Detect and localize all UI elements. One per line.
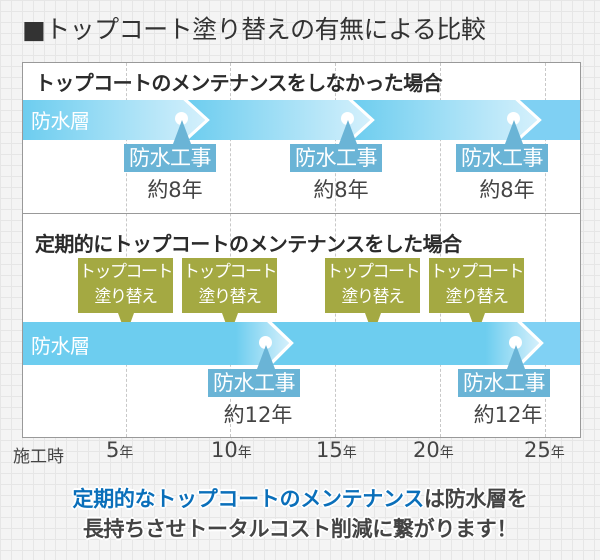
footer-line1-rest: は防水層を (423, 487, 528, 511)
waterproof-work-badge: 防水工事 (208, 369, 300, 397)
tick-number: 25 (524, 438, 551, 462)
footer-line1: 定期的なトップコートのメンテナンスは防水層を (0, 483, 600, 513)
gridline-5yr (126, 63, 127, 437)
waterproof-work-badge: 防水工事 (290, 144, 382, 172)
section-divider (23, 213, 580, 214)
interval-label: 約12年 (223, 403, 293, 427)
gridline-20yr (440, 63, 441, 437)
section2-segments (23, 322, 580, 365)
callout-line1: トップコート (79, 262, 174, 282)
footer-highlight: 定期的なトップコートのメンテナンス (72, 487, 425, 511)
gridline-25yr (545, 63, 546, 437)
section1-segments (23, 100, 580, 140)
tick-unit: 年 (439, 445, 454, 461)
tick-number: 15 (316, 438, 343, 462)
pointer-up-icon (173, 120, 191, 144)
topcoat-callout: トップコート 塗り替え (78, 258, 174, 313)
callout-line1: トップコート (430, 262, 525, 282)
tick-number: 20 (413, 438, 440, 462)
callout-line1: トップコート (326, 262, 421, 282)
interval-label: 約12年 (473, 403, 543, 427)
callout-line2: 塗り替え (445, 287, 510, 307)
tick-number: 10 (211, 438, 238, 462)
topcoat-callout: トップコート 塗り替え (325, 258, 421, 313)
section1-waterproof-bar: 防水層 (23, 100, 580, 140)
tick-number: 5 (106, 438, 120, 462)
section1-heading: トップコートのメンテナンスをしなかった場合 (35, 71, 443, 95)
axis-tick-25: 25年 (524, 438, 565, 462)
tick-unit: 年 (550, 445, 565, 461)
callout-line2: 塗り替え (94, 287, 159, 307)
pointer-up-icon (257, 345, 275, 369)
callout-line2: 塗り替え (198, 287, 263, 307)
tick-unit: 年 (119, 445, 134, 461)
footer-line2: 長持ちさせトータルコスト削減に繋がります！ (82, 517, 518, 541)
section2-heading: 定期的にトップコートのメンテナンスをした場合 (35, 232, 462, 256)
gridline-15yr (335, 63, 336, 437)
callout-line2: 塗り替え (341, 287, 406, 307)
pointer-up-icon (339, 120, 357, 144)
topcoat-callout: トップコート 塗り替え (429, 258, 525, 313)
axis-start-label: 施工時 (13, 447, 64, 467)
comparison-panel: トップコートのメンテナンスをしなかった場合 防水層 防水工事 防水工事 防水工事 (22, 62, 581, 438)
axis-tick-5: 5年 (106, 438, 133, 462)
pointer-up-icon (507, 345, 525, 369)
tick-unit: 年 (342, 445, 357, 461)
section1-bar-label: 防水層 (31, 109, 90, 133)
interval-label: 約8年 (147, 178, 203, 202)
waterproof-work-badge: 防水工事 (124, 144, 216, 172)
axis-tick-10: 10年 (211, 438, 252, 462)
callout-line1: トップコート (183, 262, 278, 282)
waterproof-work-badge: 防水工事 (456, 144, 548, 172)
section2-bar-label: 防水層 (31, 334, 90, 358)
gridline-10yr (230, 63, 231, 437)
interval-label: 約8年 (479, 178, 535, 202)
diagram-title: ■トップコート塗り替えの有無による比較 (22, 15, 486, 44)
waterproof-work-badge: 防水工事 (458, 369, 550, 397)
interval-label: 約8年 (313, 178, 369, 202)
axis-tick-15: 15年 (316, 438, 357, 462)
tick-unit: 年 (237, 445, 252, 461)
topcoat-callout: トップコート 塗り替え (182, 258, 278, 313)
axis-tick-20: 20年 (413, 438, 454, 462)
section2-waterproof-bar: 防水層 (23, 322, 580, 365)
pointer-up-icon (505, 120, 523, 144)
